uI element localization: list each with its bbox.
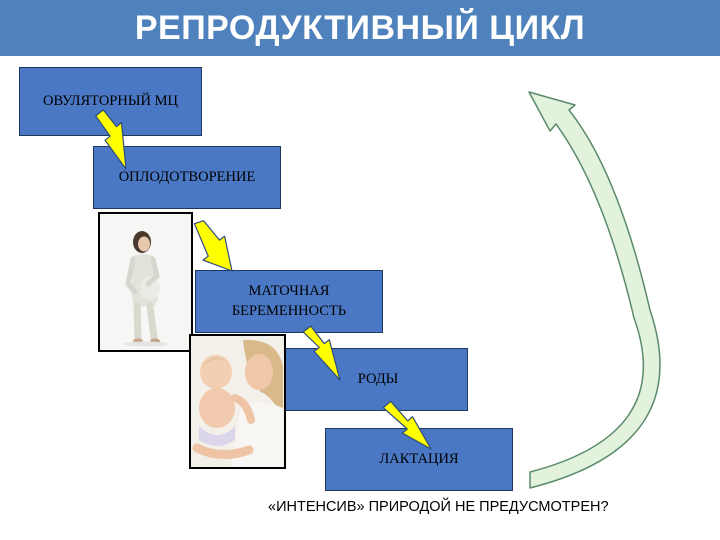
pregnant-woman-photo — [98, 212, 193, 352]
step-label: РОДЫ — [357, 370, 399, 387]
mother-and-baby-figure — [191, 336, 284, 467]
page-title: РЕПРОДУКТИВНЫЙ ЦИКЛ — [134, 8, 586, 47]
step-fertilization: ОПЛОДОТВОРЕНИЕ — [93, 146, 281, 209]
mother-and-baby-photo — [189, 334, 286, 469]
title-bar: РЕПРОДУКТИВНЫЙ ЦИКЛ — [0, 0, 720, 56]
step-ovulatory-cycle: ОВУЛЯТОРНЫЙ МЦ — [19, 67, 202, 136]
step-childbirth: РОДЫ — [280, 348, 468, 411]
step-lactation: ЛАКТАЦИЯ — [325, 428, 513, 491]
pregnant-woman-figure — [100, 214, 191, 350]
return-arrow — [528, 91, 661, 489]
step-label: ОВУЛЯТОРНЫЙ МЦ — [43, 92, 178, 109]
step-uterine-pregnancy: МАТОЧНАЯ БЕРЕМЕННОСТЬ — [195, 270, 383, 333]
step-label: ОПЛОДОТВОРЕНИЕ — [118, 168, 256, 185]
footer-question: «ИНТЕНСИВ» ПРИРОДОЙ НЕ ПРЕДУСМОТРЕН? — [268, 499, 609, 515]
step-label: ЛАКТАЦИЯ — [379, 450, 459, 467]
arrow-step-2-to-3 — [193, 220, 233, 272]
step-label: МАТОЧНАЯ БЕРЕМЕННОСТЬ — [231, 282, 347, 319]
